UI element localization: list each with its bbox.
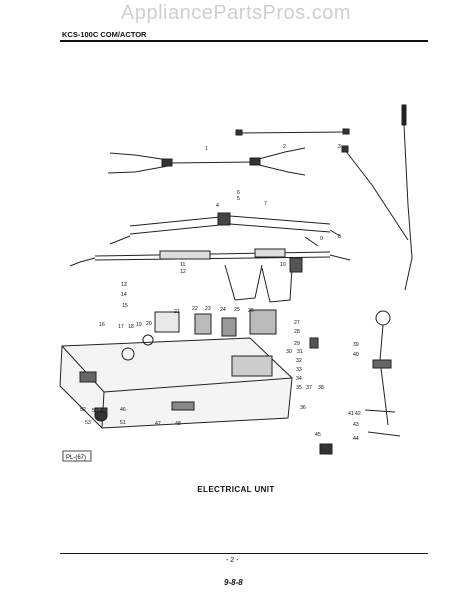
callout-14: 14 [121,292,127,298]
callout-27: 27 [294,320,300,326]
callout-32: 32 [296,358,302,364]
part-rod [401,104,413,291]
callout-7: 7 [264,201,267,207]
callout-33: 33 [296,367,302,373]
callout-43: 43 [353,422,359,428]
model-code-header: KCS-100C COM/ACTOR [62,30,147,39]
page-number: - 2 - [226,557,239,564]
callout-8: 8 [338,234,341,240]
callout-48: 48 [175,421,181,427]
callout-5: 5 [237,196,240,202]
callout-53: 53 [85,420,91,426]
part-harness-1 [107,147,306,176]
part-cable-2 [235,128,350,136]
callout-29: 29 [294,341,300,347]
callout-1: 1 [205,146,208,152]
callout-40: 40 [353,352,359,358]
callout-35: 35 [296,385,302,391]
part-clips-10 [224,257,303,303]
callout-42: 42 [355,411,361,417]
callout-41: 41 [348,411,354,417]
callout-16: 16 [99,322,105,328]
callout-44: 44 [353,436,359,442]
callout-25: 25 [234,307,240,313]
callout-37: 37 [306,385,312,391]
callout-34: 34 [296,376,302,382]
callout-11: 11 [180,262,185,268]
callout-47: 47 [155,421,161,427]
part-pressure-switch [364,310,401,437]
callout-10: 10 [280,262,286,268]
callout-labels: 1 2 3 4 5 6 7 8 9 10 11 12 13 14 15 16 1… [80,144,361,442]
plate-code: PL-(67) [66,455,86,461]
callout-13: 13 [121,282,127,288]
watermark-text: AppliancePartsPros.com [121,2,351,24]
callout-22: 22 [192,306,198,312]
callout-28: 28 [294,329,300,335]
callout-26: 26 [248,308,254,314]
header-rule [60,40,428,42]
callout-23: 23 [205,306,211,312]
callout-18: 18 [128,324,134,330]
part-lead-3 [341,145,409,241]
callout-19: 19 [136,322,142,328]
callout-50: 50 [92,408,98,414]
callout-6: 6 [237,190,240,196]
callout-49: 49 [100,408,106,414]
plate-code-box [62,450,92,462]
callout-36: 36 [300,405,306,411]
callout-17: 17 [118,324,124,330]
callout-20: 20 [146,321,152,327]
callout-2: 2 [283,144,286,150]
callout-39: 39 [353,342,359,348]
callout-24: 24 [220,307,226,313]
part-harness-4-7 [109,212,341,247]
callout-3: 3 [338,144,341,150]
callout-31: 31 [297,349,303,355]
callout-51: 51 [120,420,126,426]
footer-code: 9-8-8 [224,578,243,587]
callout-4: 4 [216,203,219,209]
diagram-caption: ELECTRICAL UNIT [197,485,275,494]
callout-52: 52 [80,407,86,413]
callout-9: 9 [320,236,323,242]
callout-38: 38 [318,385,324,391]
callout-46: 46 [120,407,126,413]
callout-45: 45 [315,432,321,438]
callout-30: 30 [286,349,292,355]
callout-21: 21 [174,309,180,315]
footer-rule [60,553,428,554]
callout-15: 15 [122,303,128,309]
part-harness-11-12 [69,248,351,267]
callout-12: 12 [180,269,186,275]
